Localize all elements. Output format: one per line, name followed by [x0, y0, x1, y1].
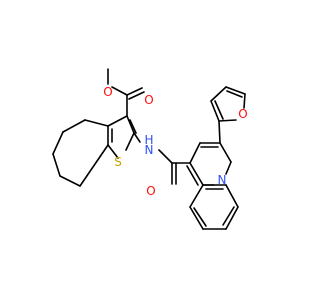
bond: [52, 131, 64, 155]
bond: [222, 206, 235, 226]
bond: [219, 142, 232, 163]
bond: [133, 132, 141, 143]
amide-nitrogen: N: [145, 143, 154, 157]
bond: [158, 149, 173, 164]
bond: [126, 87, 143, 96]
bond: [226, 90, 243, 98]
furan-oxygen: O: [238, 107, 247, 121]
bond: [189, 162, 204, 186]
bond: [79, 144, 109, 187]
bond: [111, 86, 128, 96]
quinoline-nitrogen: N: [218, 173, 227, 187]
amide-carbonyl-oxygen: O: [146, 184, 155, 198]
bond: [128, 91, 145, 100]
bond: [62, 119, 86, 133]
amide-hydrogen: H: [144, 133, 153, 147]
bond: [225, 206, 239, 230]
bond: [107, 115, 128, 127]
bond: [189, 142, 201, 164]
bond: [52, 153, 61, 177]
bond: [214, 100, 224, 120]
bond: [218, 119, 237, 122]
bond: [84, 119, 109, 127]
bond: [186, 165, 199, 186]
bond-lines: [52, 68, 246, 230]
bond: [107, 144, 119, 159]
bond: [129, 119, 137, 134]
bond: [225, 86, 246, 95]
bond: [59, 175, 81, 187]
bond: [189, 206, 204, 230]
ester-carbonyl-oxygen: O: [144, 93, 153, 107]
bond: [189, 184, 204, 208]
bond: [126, 115, 135, 134]
atom-labels: O O N H S O N O: [103, 85, 247, 198]
bond: [225, 161, 232, 175]
bond: [218, 120, 221, 144]
bond: [210, 86, 227, 102]
bond: [225, 184, 239, 208]
bond: [193, 207, 207, 227]
methoxy-oxygen: O: [103, 85, 112, 99]
bond: [243, 93, 246, 109]
bond: [210, 100, 220, 122]
bond: [125, 132, 135, 151]
thiophene-sulfur: S: [114, 155, 122, 169]
chemical-structure: O O N H S O N O: [52, 68, 248, 230]
